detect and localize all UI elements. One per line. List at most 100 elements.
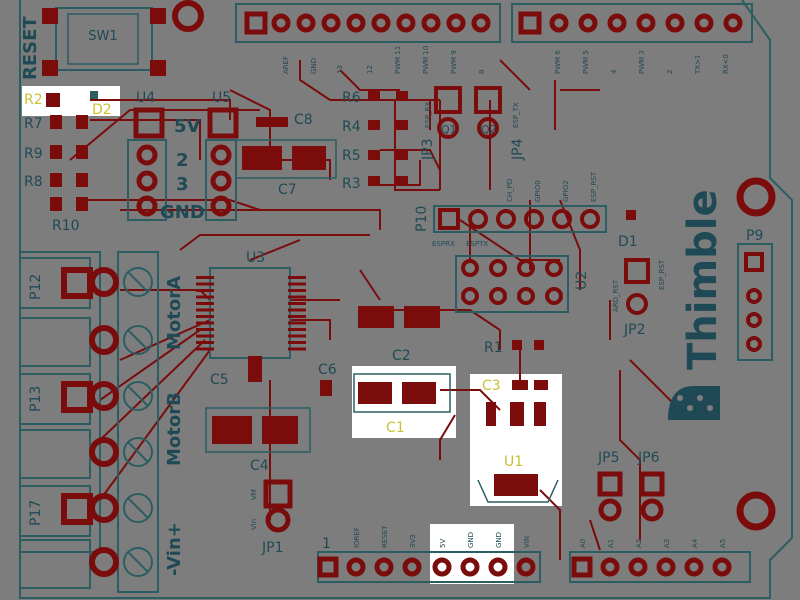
p10-label: P10 xyxy=(414,206,430,232)
top-header-pad xyxy=(421,13,441,33)
c7-outline xyxy=(235,139,337,179)
top-header-pad xyxy=(665,13,685,33)
regulator-pads xyxy=(136,144,232,217)
r2-label: R2 xyxy=(24,92,43,108)
q1-label: Q1 xyxy=(441,123,457,136)
u5-outline xyxy=(205,139,237,221)
c8-pad-b xyxy=(272,117,288,127)
u3-pin xyxy=(196,334,214,338)
jp4-label: JP4 xyxy=(510,138,526,161)
top-header-pad xyxy=(271,13,291,33)
p10-top-label: GPIO0 xyxy=(534,180,542,202)
jp5-label: JP5 xyxy=(597,450,619,466)
u3-outline xyxy=(209,267,291,359)
mounting-holes xyxy=(172,0,776,531)
reset-label: RESET xyxy=(20,16,41,80)
u1-outline xyxy=(477,479,559,503)
analog-header-pad xyxy=(628,557,648,577)
top-header-pad xyxy=(518,11,542,35)
u4-pad xyxy=(133,107,165,139)
c1-pad-a xyxy=(358,382,392,404)
analog-header-pad xyxy=(656,557,676,577)
u5-label: U5 xyxy=(212,90,231,106)
power-header-label: VIN xyxy=(523,536,531,548)
top-header-pad xyxy=(471,13,491,33)
p9-label: P9 xyxy=(746,228,763,244)
c2-pad-a xyxy=(358,306,394,328)
thimble-logo-text: Thimble xyxy=(680,189,726,370)
p10-top-label: CH_PD xyxy=(506,179,514,202)
u3-pin xyxy=(196,302,214,305)
p10-outline xyxy=(433,205,607,233)
top-header-pad xyxy=(578,13,598,33)
u3-pin xyxy=(196,347,214,351)
top-header-label: 4 xyxy=(610,69,618,74)
u1-label: U1 xyxy=(504,454,523,470)
power-header-pad xyxy=(317,556,339,578)
analog-header-label: A3 xyxy=(663,539,671,548)
top-header-pad xyxy=(296,13,316,33)
p9-outline xyxy=(737,243,773,361)
top-header-label: 12 xyxy=(366,65,374,74)
pin-2-label: 2 xyxy=(176,150,189,171)
top-header-pad xyxy=(346,13,366,33)
u2-outline xyxy=(455,255,569,313)
u3-pin xyxy=(196,308,214,312)
jp2-pin-0: ARD_RST xyxy=(612,279,620,312)
power-header-label: IOREF xyxy=(353,527,361,548)
jp5-jp6-pads xyxy=(597,471,665,522)
power-header-pad xyxy=(488,557,508,577)
jp2-label: JP2 xyxy=(623,322,645,338)
c4-label: C4 xyxy=(250,458,269,474)
power-header-pad xyxy=(402,557,422,577)
p10-pads xyxy=(438,208,600,230)
q2-label: Q2 xyxy=(481,123,497,136)
analog-header-label: A1 xyxy=(607,539,615,548)
c8-pad-a xyxy=(256,117,276,127)
top-header-pad xyxy=(446,13,466,33)
c1-pad-b xyxy=(402,382,436,404)
pin-1-label: 1 xyxy=(322,536,331,552)
terminal-outlines xyxy=(19,251,159,593)
c4-outline xyxy=(205,407,311,453)
c5-label: C5 xyxy=(210,372,229,388)
esp-rx-label: ESP_RX xyxy=(424,102,432,128)
r9-label: R9 xyxy=(24,146,43,162)
top-header-label: PWM 9 xyxy=(450,50,458,74)
u3-pin xyxy=(288,315,306,318)
r8-label: R8 xyxy=(24,174,43,190)
power-header-pad xyxy=(460,557,480,577)
c7-label: C7 xyxy=(278,182,297,198)
c2-pad-b xyxy=(404,306,440,328)
u3-pin xyxy=(196,341,214,344)
p12-label: P12 xyxy=(28,274,44,300)
top-header-pad xyxy=(607,13,627,33)
d2-led xyxy=(90,91,98,99)
top-header-pad xyxy=(549,13,569,33)
r1-pad-a xyxy=(512,340,522,350)
esp-tx-label: ESP_TX xyxy=(512,102,520,128)
u3-pin xyxy=(288,321,306,325)
thimble-icon xyxy=(668,386,720,420)
jp3-label: JP3 xyxy=(420,139,436,161)
u3-pin xyxy=(288,289,306,292)
u3-pin xyxy=(288,282,306,286)
top-header-left-outline xyxy=(235,3,501,43)
p10-top-label: ESP_RST xyxy=(590,171,598,202)
u3-pin xyxy=(196,295,214,299)
jp1-pad-b xyxy=(265,507,291,533)
u3-pin xyxy=(288,347,306,351)
d1-pad xyxy=(626,210,636,220)
jp2-pad-2 xyxy=(626,293,648,315)
r4-label: R4 xyxy=(342,119,361,135)
power-header-label: 3V3 xyxy=(409,534,417,548)
top-header-label: 2 xyxy=(666,70,674,74)
c4-pad-a xyxy=(212,416,252,444)
top-header-label: PWM 3 xyxy=(638,50,646,74)
power-header-label: RESET xyxy=(381,525,389,548)
top-header-pad xyxy=(396,13,416,33)
sw1-body xyxy=(67,13,139,65)
u3-pin xyxy=(196,289,214,292)
power-header-pad xyxy=(432,557,452,577)
